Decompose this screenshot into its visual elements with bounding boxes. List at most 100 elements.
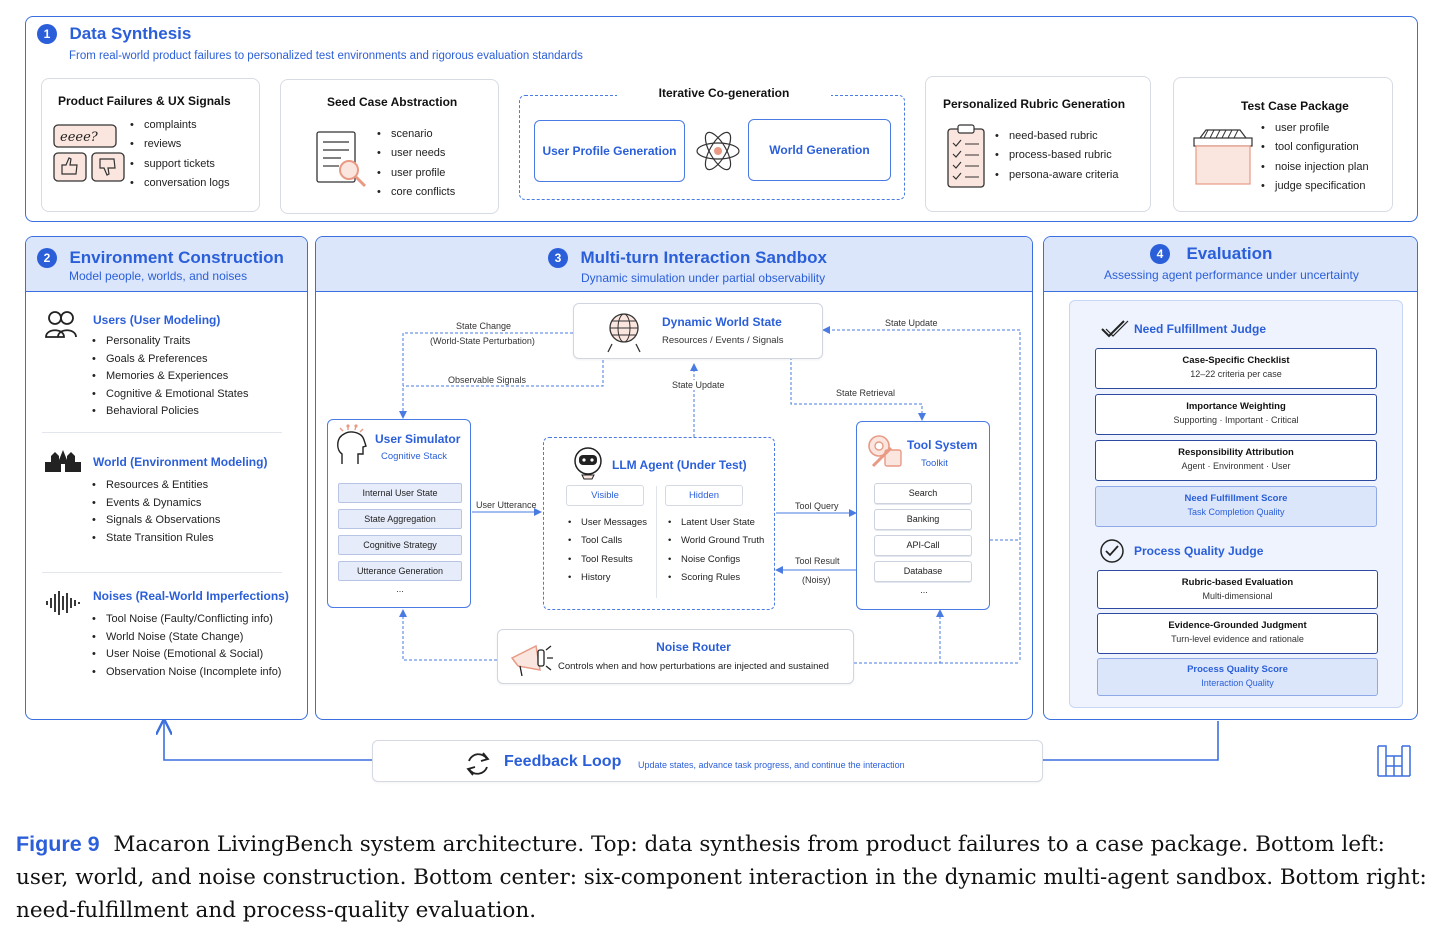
users-icon <box>45 311 77 338</box>
product-failures-card: Product Failures & UX Signals eeee? comp… <box>41 78 260 212</box>
card-title: Seed Case Abstraction <box>327 95 458 109</box>
label-user-utterance: User Utterance <box>476 500 537 510</box>
visible-tag: Visible <box>566 485 644 506</box>
node-sub: Resources / Events / Signals <box>662 335 784 346</box>
section-number: 1 <box>37 24 57 45</box>
judge-box-sub: 12–22 criteria per case <box>1190 369 1282 379</box>
judge-box: Evidence-Grounded Judgment Turn-level ev… <box>1097 613 1378 654</box>
stack-more: ... <box>396 584 404 594</box>
section-number: 4 <box>1150 244 1170 265</box>
document-search-icon <box>316 131 367 188</box>
list-item: Noise Configs <box>668 551 764 570</box>
card-title: Product Failures & UX Signals <box>58 94 231 108</box>
section-2-header <box>26 237 307 292</box>
feedback-line-left <box>164 722 372 761</box>
list-item: Memories & Experiences <box>92 368 248 386</box>
divider <box>42 572 282 573</box>
divider <box>42 432 282 433</box>
sandbox-panel <box>315 236 1033 720</box>
rubric-card: Personalized Rubric Generation need-base… <box>925 76 1151 212</box>
llm-agent: LLM Agent (Under Test) Visible Hidden Us… <box>543 437 775 610</box>
stack-item: State Aggregation <box>338 509 462 529</box>
node-title: Tool System <box>907 438 978 452</box>
atom-icon <box>696 131 740 171</box>
card-title: Test Case Package <box>1241 99 1349 113</box>
section-number: 2 <box>37 248 57 269</box>
judge-box: Importance Weighting Supporting · Import… <box>1095 394 1377 435</box>
list-item: World Noise (State Change) <box>92 629 281 647</box>
node-sub: Toolkit <box>921 458 948 469</box>
list-item: Cognitive & Emotional States <box>92 386 248 404</box>
judge-box-sub: Task Completion Quality <box>1187 507 1285 517</box>
edge-state-change <box>399 332 573 419</box>
judge-box-title: Evidence-Grounded Judgment <box>1168 620 1307 631</box>
list-item: noise injection plan <box>1261 158 1369 178</box>
list-item: Latent User State <box>668 514 764 533</box>
node-label: World Generation <box>769 143 870 157</box>
stack-item: Cognitive Strategy <box>338 535 462 555</box>
judge-box-sub: Agent · Environment · User <box>1181 461 1291 471</box>
list-item: Events & Dynamics <box>92 495 220 513</box>
list-item: Observation Noise (Incomplete info) <box>92 664 281 682</box>
stack-item: Utterance Generation <box>338 561 462 581</box>
need-fulfillment-score: Need Fulfillment Score Task Completion Q… <box>1095 486 1377 527</box>
list-item: support tickets <box>130 155 230 175</box>
section-title: Multi-turn Interaction Sandbox <box>580 248 827 267</box>
node-title: User Simulator <box>375 432 461 446</box>
clipboard-checklist-icon <box>947 124 985 188</box>
circle-check-icon <box>1100 539 1124 563</box>
tools-more: ... <box>920 585 928 595</box>
card-title: Personalized Rubric Generation <box>943 97 1126 111</box>
sound-wave-icon <box>46 591 80 615</box>
list-item: Tool Calls <box>568 532 647 551</box>
section-3-title-row: 3 Multi-turn Interaction Sandbox <box>548 248 827 269</box>
list-item: Tool Noise (Faulty/Conflicting info) <box>92 611 281 629</box>
list-item: process-based rubric <box>995 146 1118 166</box>
cogen-title: Iterative Co-generation <box>617 86 831 100</box>
list-item: Resources & Entities <box>92 477 220 495</box>
label-tool-result: Tool Result <box>795 556 840 566</box>
list-item: need-based rubric <box>995 127 1118 147</box>
process-judge-title: Process Quality Judge <box>1134 544 1264 558</box>
label-noisy: (Noisy) <box>802 575 831 585</box>
need-judge-title: Need Fulfillment Judge <box>1134 322 1267 336</box>
figure-label: Figure 9 <box>16 832 100 856</box>
tool-item: API-Call <box>874 535 972 556</box>
list-item: conversation logs <box>130 174 230 194</box>
judge-box-title: Need Fulfillment Score <box>1184 493 1288 504</box>
file-box-icon <box>1193 129 1253 185</box>
tool-item: Banking <box>874 509 972 530</box>
list-item: complaints <box>130 116 230 136</box>
chat-bubbles-icon: eeee? <box>53 124 125 182</box>
list-item: State Transition Rules <box>92 530 220 548</box>
list-item: scenario <box>377 125 455 145</box>
judge-box-sub: Turn-level evidence and rationale <box>1171 634 1304 644</box>
macaron-logo-icon <box>1377 745 1411 777</box>
package-list: user profile tool configuration noise in… <box>1261 119 1369 196</box>
judge-box: Rubric-based Evaluation Multi-dimensiona… <box>1097 570 1378 609</box>
node-label: User Profile Generation <box>542 144 677 158</box>
user-simulator: User Simulator Cognitive Stack Internal … <box>327 419 471 608</box>
list-item: User Noise (Emotional & Social) <box>92 646 281 664</box>
feedback-title: Feedback Loop <box>504 753 622 770</box>
double-check-icon <box>1101 320 1129 338</box>
list-item: Scoring Rules <box>668 569 764 588</box>
list-item: persona-aware criteria <box>995 166 1118 186</box>
node-sub: Controls when and how perturbations are … <box>558 661 829 672</box>
rubric-list: need-based rubric process-based rubric p… <box>995 127 1118 185</box>
section-2-title-row: 2 Environment Construction <box>37 248 284 269</box>
label-state-change: State Change <box>456 321 512 331</box>
section-title: Data Synthesis <box>69 24 192 43</box>
hidden-list: Latent User State World Ground Truth Noi… <box>668 514 764 588</box>
section-title: Evaluation <box>1186 244 1273 263</box>
robot-head-icon <box>574 447 602 480</box>
list-item: user needs <box>377 144 455 164</box>
figure-caption-text: Macaron LivingBench system architecture.… <box>16 832 1427 923</box>
section-subtitle: Dynamic simulation under partial observa… <box>581 271 826 285</box>
list-item: Personality Traits <box>92 333 248 351</box>
feedback-line-right <box>1043 721 1219 761</box>
section-4-title-row: 4 Evaluation <box>1150 244 1273 265</box>
section-number: 3 <box>548 248 568 269</box>
label-observable-signals: Observable Signals <box>448 375 527 385</box>
